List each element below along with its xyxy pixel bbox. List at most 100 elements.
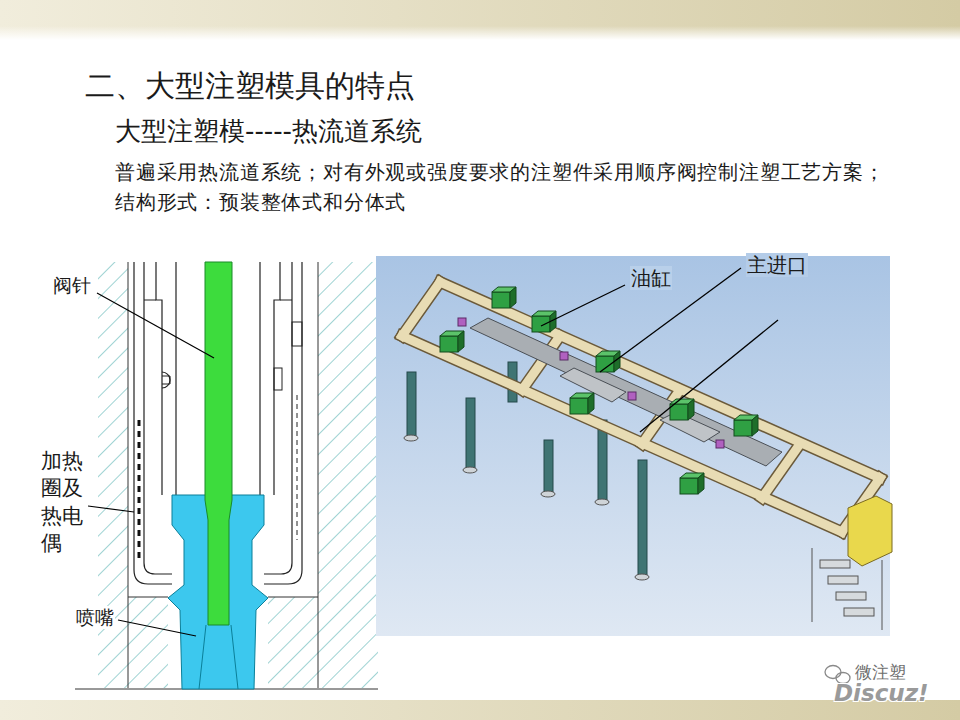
manifold-render: [376, 256, 892, 636]
nozzle-section-part: [138, 420, 141, 560]
nozzle-section-part: [134, 262, 172, 584]
nozzle-section-part: [231, 625, 238, 689]
manifold-render-part-part-part: [688, 399, 694, 420]
manifold-render-part-part: [458, 318, 466, 326]
nozzle-section-part: [97, 293, 214, 358]
nozzle-section-part: [88, 506, 134, 512]
manifold-render-part-part: [532, 311, 556, 332]
manifold-render-part-part-part: [532, 316, 550, 332]
manifold-render-part-part: [635, 574, 649, 580]
nozzle-section-part: [162, 376, 170, 384]
manifold-render-part-part-part: [492, 292, 510, 308]
manifold-render-part-part-part: [402, 336, 842, 532]
manifold-render-part-part: [680, 473, 704, 494]
manifold-render-part-part: [544, 440, 553, 492]
manifold-render-part-part-part: [734, 420, 752, 436]
nozzle-section-part: [318, 262, 378, 688]
manifold-render-part-part: [628, 392, 636, 400]
manifold-render-part-part-part: [670, 404, 688, 420]
nozzle-section-part: [280, 300, 292, 301]
manifold-render-part-part: [828, 576, 858, 584]
nozzle-section-part: [264, 262, 302, 584]
manifold-render-part: [848, 496, 892, 566]
manifold-render-part: [402, 282, 880, 532]
manifold-render-part-part: [402, 282, 880, 532]
manifold-render-part-part-part: [458, 331, 464, 352]
manifold-render-part: [440, 287, 758, 494]
nozzle-section-part: [162, 372, 170, 388]
manifold-render-part-part-part: [698, 473, 704, 494]
nozzle-section-part: [264, 262, 292, 574]
slide-band-part: [0, 0, 960, 40]
watermark: Discuz!: [834, 680, 929, 708]
manifold-render-part-part: [492, 287, 516, 308]
manifold-render-part-part: [844, 608, 874, 616]
manifold-render-part-part: [734, 415, 758, 436]
manifold-render-part-part: [670, 399, 694, 420]
part-label: 加热圈及热电偶: [40, 448, 84, 557]
manifold-render-part-part: [463, 467, 477, 473]
nozzle-section-part: [268, 597, 318, 688]
manifold-render-part: [470, 318, 782, 466]
nozzle-section-part: [175, 262, 176, 495]
slide-band-part: [0, 26, 960, 40]
nozzle-section-part: [297, 395, 298, 540]
manifold-render-part-part: [404, 435, 418, 441]
manifold-render-part: [458, 318, 724, 448]
manifold-render-part: [404, 435, 649, 580]
nozzle-section-part: [144, 300, 156, 301]
watermark: 微注塑: [855, 662, 906, 682]
manifold-render-part-part: [402, 282, 880, 532]
manifold-render-part: [376, 256, 890, 636]
nozzle-section-part: [118, 620, 196, 636]
manifold-render-part-part-part: [440, 336, 458, 352]
nozzle-section-part: [128, 262, 129, 688]
manifold-render-part-part: [407, 372, 416, 436]
manifold-render-part-part: [570, 393, 594, 414]
slide-title: 二、大型注塑模具的特点: [85, 68, 415, 104]
manifold-render-part-part: [595, 499, 609, 505]
nozzle-section-part: [128, 597, 168, 688]
wechat-icon-part: [825, 666, 841, 679]
nozzle-section: [75, 262, 378, 689]
subtitle: 大型注塑模-----热流道系统: [115, 116, 422, 147]
manifold-render-part: [640, 320, 778, 432]
nozzle-section-part: [268, 597, 318, 598]
nozzle-section-part: [292, 322, 302, 346]
nozzle-section-part: [274, 262, 280, 495]
manifold-render-part-part: [716, 440, 724, 448]
manifold-render-part-part: [466, 398, 475, 468]
nozzle-section-part: [144, 262, 172, 574]
part-label: 阀针: [52, 274, 92, 297]
nozzle-section-part: [156, 262, 162, 495]
manifold-render-part-part: [882, 560, 883, 630]
manifold-render-part-part: [440, 331, 464, 352]
manifold-render-part-part: [638, 460, 647, 575]
manifold-render-part-part-part: [752, 415, 758, 436]
body-text: 普遍采用热流道系统；对有外观或强度要求的注塑件采用顺序阀控制注塑工艺方案；: [115, 160, 885, 184]
manifold-render-part-part: [812, 548, 813, 622]
part-label: 油缸: [630, 266, 672, 290]
nozzle-section-part: [318, 262, 319, 688]
part-label: 喷嘴: [75, 606, 115, 629]
manifold-render-part-part: [820, 560, 850, 568]
manifold-render-part-part-part: [402, 282, 440, 336]
body-text: 结构形式：预装整体式和分体式: [115, 190, 406, 214]
manifold-render-part: [812, 548, 882, 630]
nozzle-section-part: [199, 625, 206, 689]
manifold-render-part-part: [596, 351, 620, 372]
manifold-render-part: [541, 285, 625, 326]
nozzle-section-part: [205, 262, 232, 625]
manifold-render-part-part-part: [680, 478, 698, 494]
manifold-render-part-part-part: [510, 287, 516, 308]
nozzle-section-part: [259, 262, 260, 495]
manifold-render-part-part-part: [570, 398, 588, 414]
manifold-render-part-part: [560, 352, 568, 360]
manifold-render-part-part: [836, 592, 866, 600]
manifold-render-part-part: [541, 491, 555, 497]
slide-band-part: [0, 700, 960, 720]
manifold-render-part-part-part: [402, 282, 440, 336]
